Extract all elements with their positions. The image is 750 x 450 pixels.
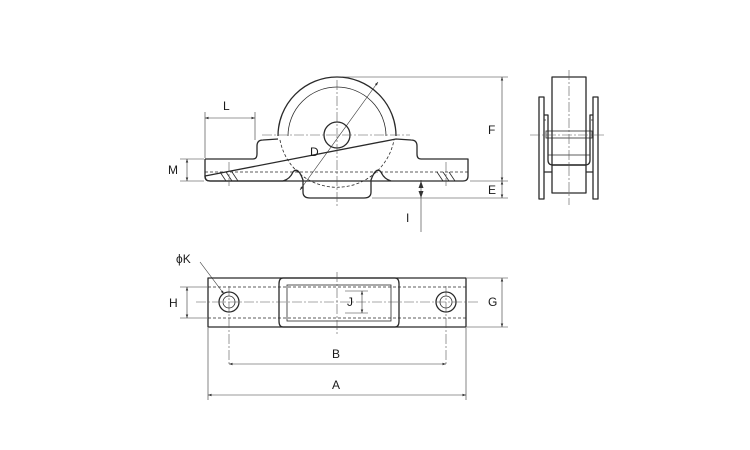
wheel-housing (278, 277, 400, 328)
label-M: M (168, 163, 178, 177)
label-E: E (488, 183, 496, 197)
dim-line-D (299, 81, 379, 191)
bracket-outline (204, 138, 469, 182)
label-K: ϕK (176, 252, 191, 266)
label-A: A (332, 378, 340, 392)
side-view (530, 70, 606, 205)
label-H: H (169, 296, 178, 310)
top-view: ϕK H J G B A (169, 252, 508, 400)
side-inner-bracket (544, 114, 593, 166)
front-view: D L M F E I (168, 76, 508, 232)
side-left-rail (538, 96, 545, 200)
label-I: I (406, 211, 409, 225)
mount-hole-left-side (219, 171, 239, 182)
dim-arrow-I-top (418, 181, 424, 188)
label-G: G (488, 295, 497, 309)
label-J: J (347, 295, 353, 309)
leader-K (199, 261, 225, 295)
label-B: B (332, 347, 340, 361)
label-L: L (223, 99, 230, 113)
side-right-rail (592, 96, 599, 200)
label-F: F (488, 123, 495, 137)
wheel-top (286, 284, 392, 322)
mount-hole-right-side (436, 171, 456, 182)
label-D: D (310, 145, 319, 159)
dim-arrow-I-bottom (418, 191, 424, 198)
wheel-outer-arc (277, 76, 397, 137)
bracket-left-base (204, 159, 283, 182)
